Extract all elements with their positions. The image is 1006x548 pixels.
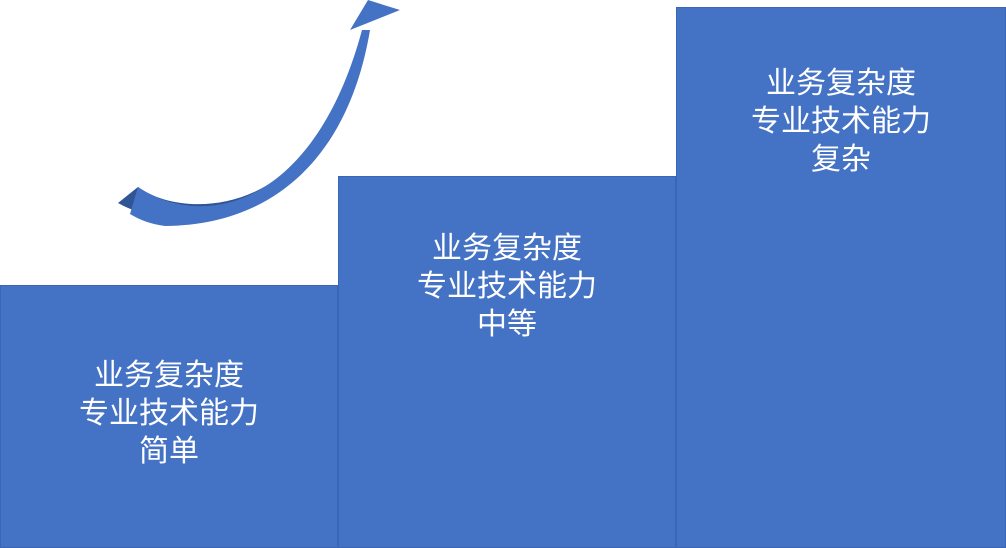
curved-up-arrow-icon: [118, 0, 400, 226]
step-label-business-complexity: 业务复杂度: [432, 231, 582, 266]
step-label-business-complexity: 业务复杂度: [94, 357, 244, 393]
step-medium-text: 业务复杂度 专业技术能力 中等: [417, 230, 597, 344]
step-level: 中等: [477, 307, 537, 342]
step-medium: 业务复杂度 专业技术能力 中等: [338, 176, 676, 548]
step-level: 简单: [139, 433, 199, 469]
step-label-technical-ability: 专业技术能力: [417, 269, 597, 304]
step-simple-text: 业务复杂度 专业技术能力 简单: [79, 357, 259, 471]
step-simple: 业务复杂度 专业技术能力 简单: [0, 285, 338, 548]
step-label-technical-ability: 专业技术能力: [79, 395, 259, 431]
step-label-technical-ability: 专业技术能力: [751, 103, 931, 139]
step-complex-text: 业务复杂度 专业技术能力 复杂: [751, 65, 931, 179]
step-level: 复杂: [811, 141, 871, 177]
step-complex: 业务复杂度 专业技术能力 复杂: [676, 7, 1006, 548]
step-label-business-complexity: 业务复杂度: [766, 65, 916, 101]
